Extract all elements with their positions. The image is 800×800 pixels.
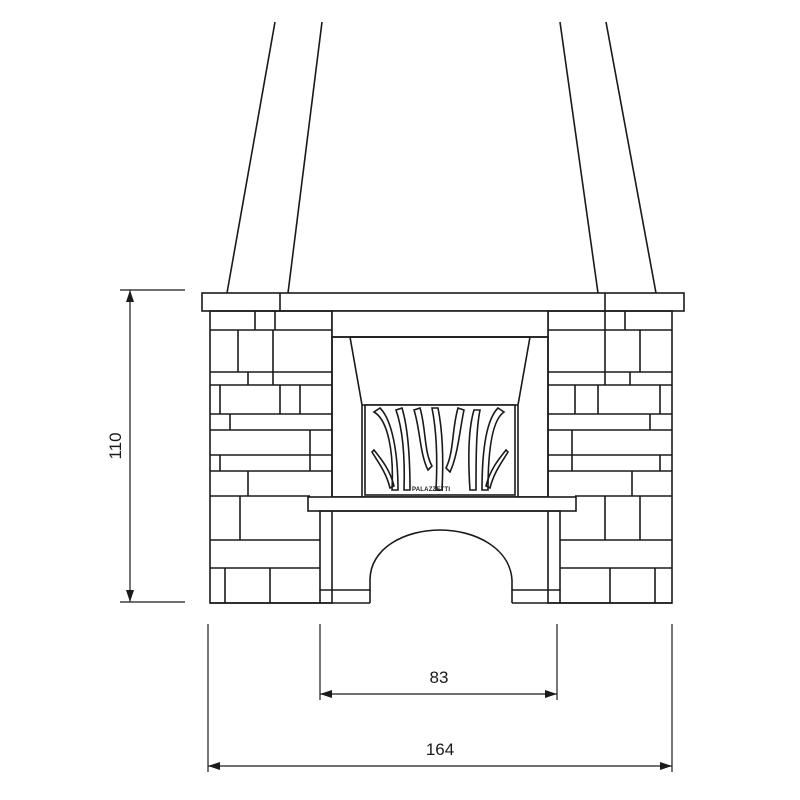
central-lintel bbox=[331, 310, 549, 338]
fire-grille: PALAZZETTI bbox=[364, 404, 516, 496]
brand-logo: PALAZZETTI bbox=[412, 487, 450, 493]
hearth-shelf bbox=[307, 496, 577, 512]
inner-width-dimension-label: 83 bbox=[430, 668, 449, 687]
right-stone-pillar bbox=[547, 310, 673, 604]
inner-width-dimension: 83 bbox=[319, 624, 558, 700]
chimney-hood bbox=[226, 21, 657, 294]
height-dimension: 110 bbox=[106, 289, 185, 603]
arched-base bbox=[210, 510, 672, 604]
overall-width-dimension-label: 164 bbox=[426, 740, 454, 759]
mantel-cornice bbox=[201, 292, 685, 312]
overall-width-dimension: 164 bbox=[207, 624, 673, 772]
left-stone-pillar bbox=[209, 310, 333, 604]
height-dimension-label: 110 bbox=[106, 432, 125, 459]
